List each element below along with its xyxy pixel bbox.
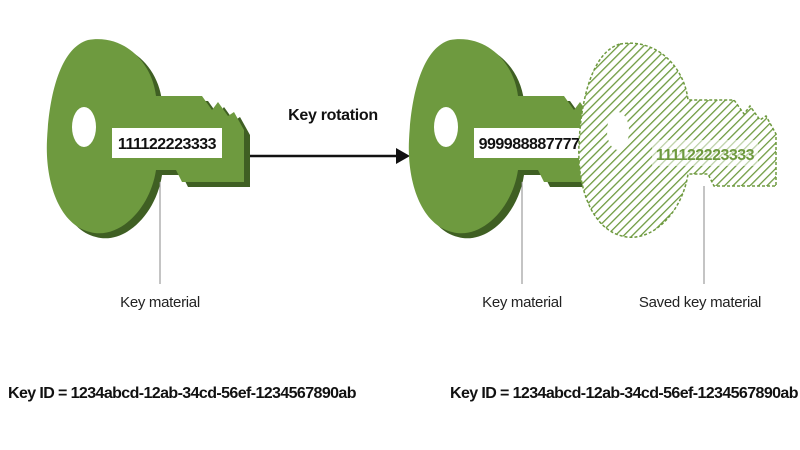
- left-material-box: [112, 128, 222, 158]
- left-material-value: 111122223333: [118, 136, 217, 153]
- hatched-key-icon: [578, 42, 777, 239]
- right-key: 999988887777 Key material: [408, 39, 612, 311]
- arrow-right-icon: [250, 148, 410, 164]
- right-material-box: [474, 128, 584, 158]
- left-material-caption: Key material: [120, 294, 200, 311]
- saved-material-caption: Saved key material: [639, 294, 761, 311]
- left-key: 111122223333 Key material: [46, 39, 251, 311]
- right-key-id: Key ID = 1234abcd-12ab-34cd-56ef-1234567…: [450, 385, 799, 402]
- left-key-icon: [46, 39, 251, 239]
- left-key-id: Key ID = 1234abcd-12ab-34cd-56ef-1234567…: [8, 385, 357, 402]
- right-key-icon: [408, 39, 612, 239]
- right-material-caption: Key material: [482, 294, 562, 311]
- rotation-label: Key rotation: [288, 107, 378, 124]
- right-material-value: 999988887777: [479, 136, 580, 153]
- saved-material-value: 111122223333: [656, 147, 755, 164]
- saved-key: 111122223333 Saved key material: [578, 42, 777, 311]
- rotation-arrow: Key rotation: [250, 107, 410, 164]
